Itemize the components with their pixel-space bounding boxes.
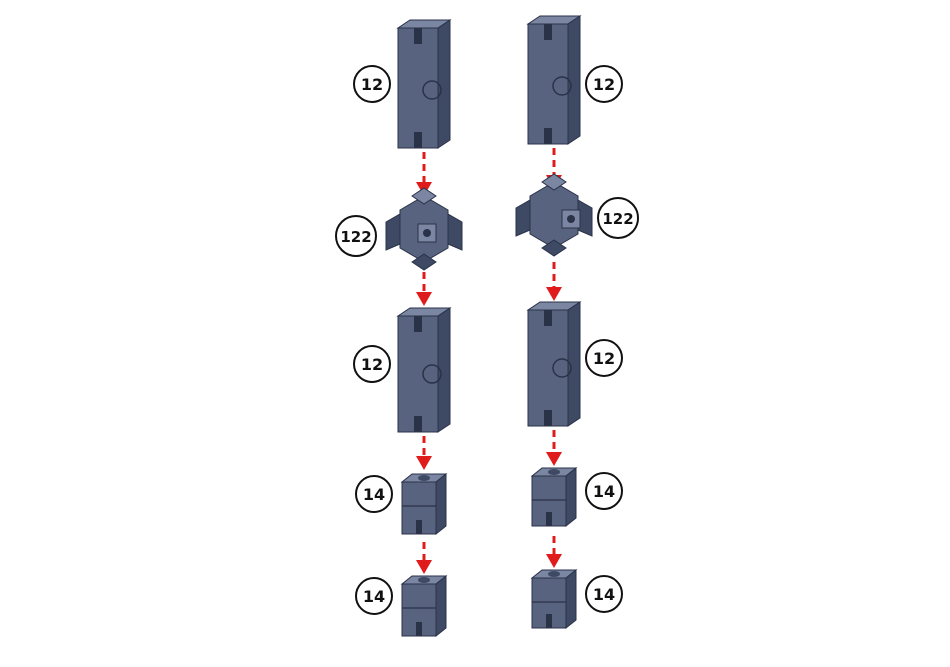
left-column: 12 122 12 14 14 (336, 20, 462, 636)
callout-post-bottom-right: 12 (586, 340, 622, 376)
callout-foot-upper-right: 14 (586, 473, 622, 509)
callout-label: 12 (593, 75, 615, 94)
callout-post-bottom-left: 12 (354, 346, 390, 382)
callout-foot-upper-left: 14 (356, 476, 392, 512)
block-foot-icon (532, 468, 576, 526)
callout-label: 14 (593, 585, 615, 604)
down-arrow-icon (546, 536, 562, 568)
tube-post-icon (528, 16, 580, 144)
block-foot-icon (402, 474, 446, 534)
tube-post-icon (398, 308, 450, 432)
block-foot-icon (402, 576, 446, 636)
callout-label: 14 (363, 485, 385, 504)
callout-label: 122 (340, 228, 371, 246)
down-arrow-icon (416, 436, 432, 470)
callout-label: 122 (602, 210, 633, 228)
down-arrow-icon (546, 262, 562, 301)
callout-label: 12 (361, 355, 383, 374)
cross-connector-icon (386, 188, 462, 270)
callout-label: 14 (363, 587, 385, 606)
callout-foot-lower-right: 14 (586, 576, 622, 612)
right-column: 12 122 12 14 14 (516, 16, 638, 628)
cross-connector-icon (516, 174, 592, 256)
callout-connector-left: 122 (336, 216, 376, 256)
callout-connector-right: 122 (598, 198, 638, 238)
callout-post-top-right: 12 (586, 66, 622, 102)
tube-post-icon (528, 302, 580, 426)
callout-label: 12 (593, 349, 615, 368)
callout-label: 14 (593, 482, 615, 501)
down-arrow-icon (416, 272, 432, 306)
callout-label: 12 (361, 75, 383, 94)
down-arrow-icon (546, 430, 562, 466)
down-arrow-icon (416, 542, 432, 574)
tube-post-icon (398, 20, 450, 148)
callout-post-top-left: 12 (354, 66, 390, 102)
block-foot-icon (532, 570, 576, 628)
callout-foot-lower-left: 14 (356, 578, 392, 614)
